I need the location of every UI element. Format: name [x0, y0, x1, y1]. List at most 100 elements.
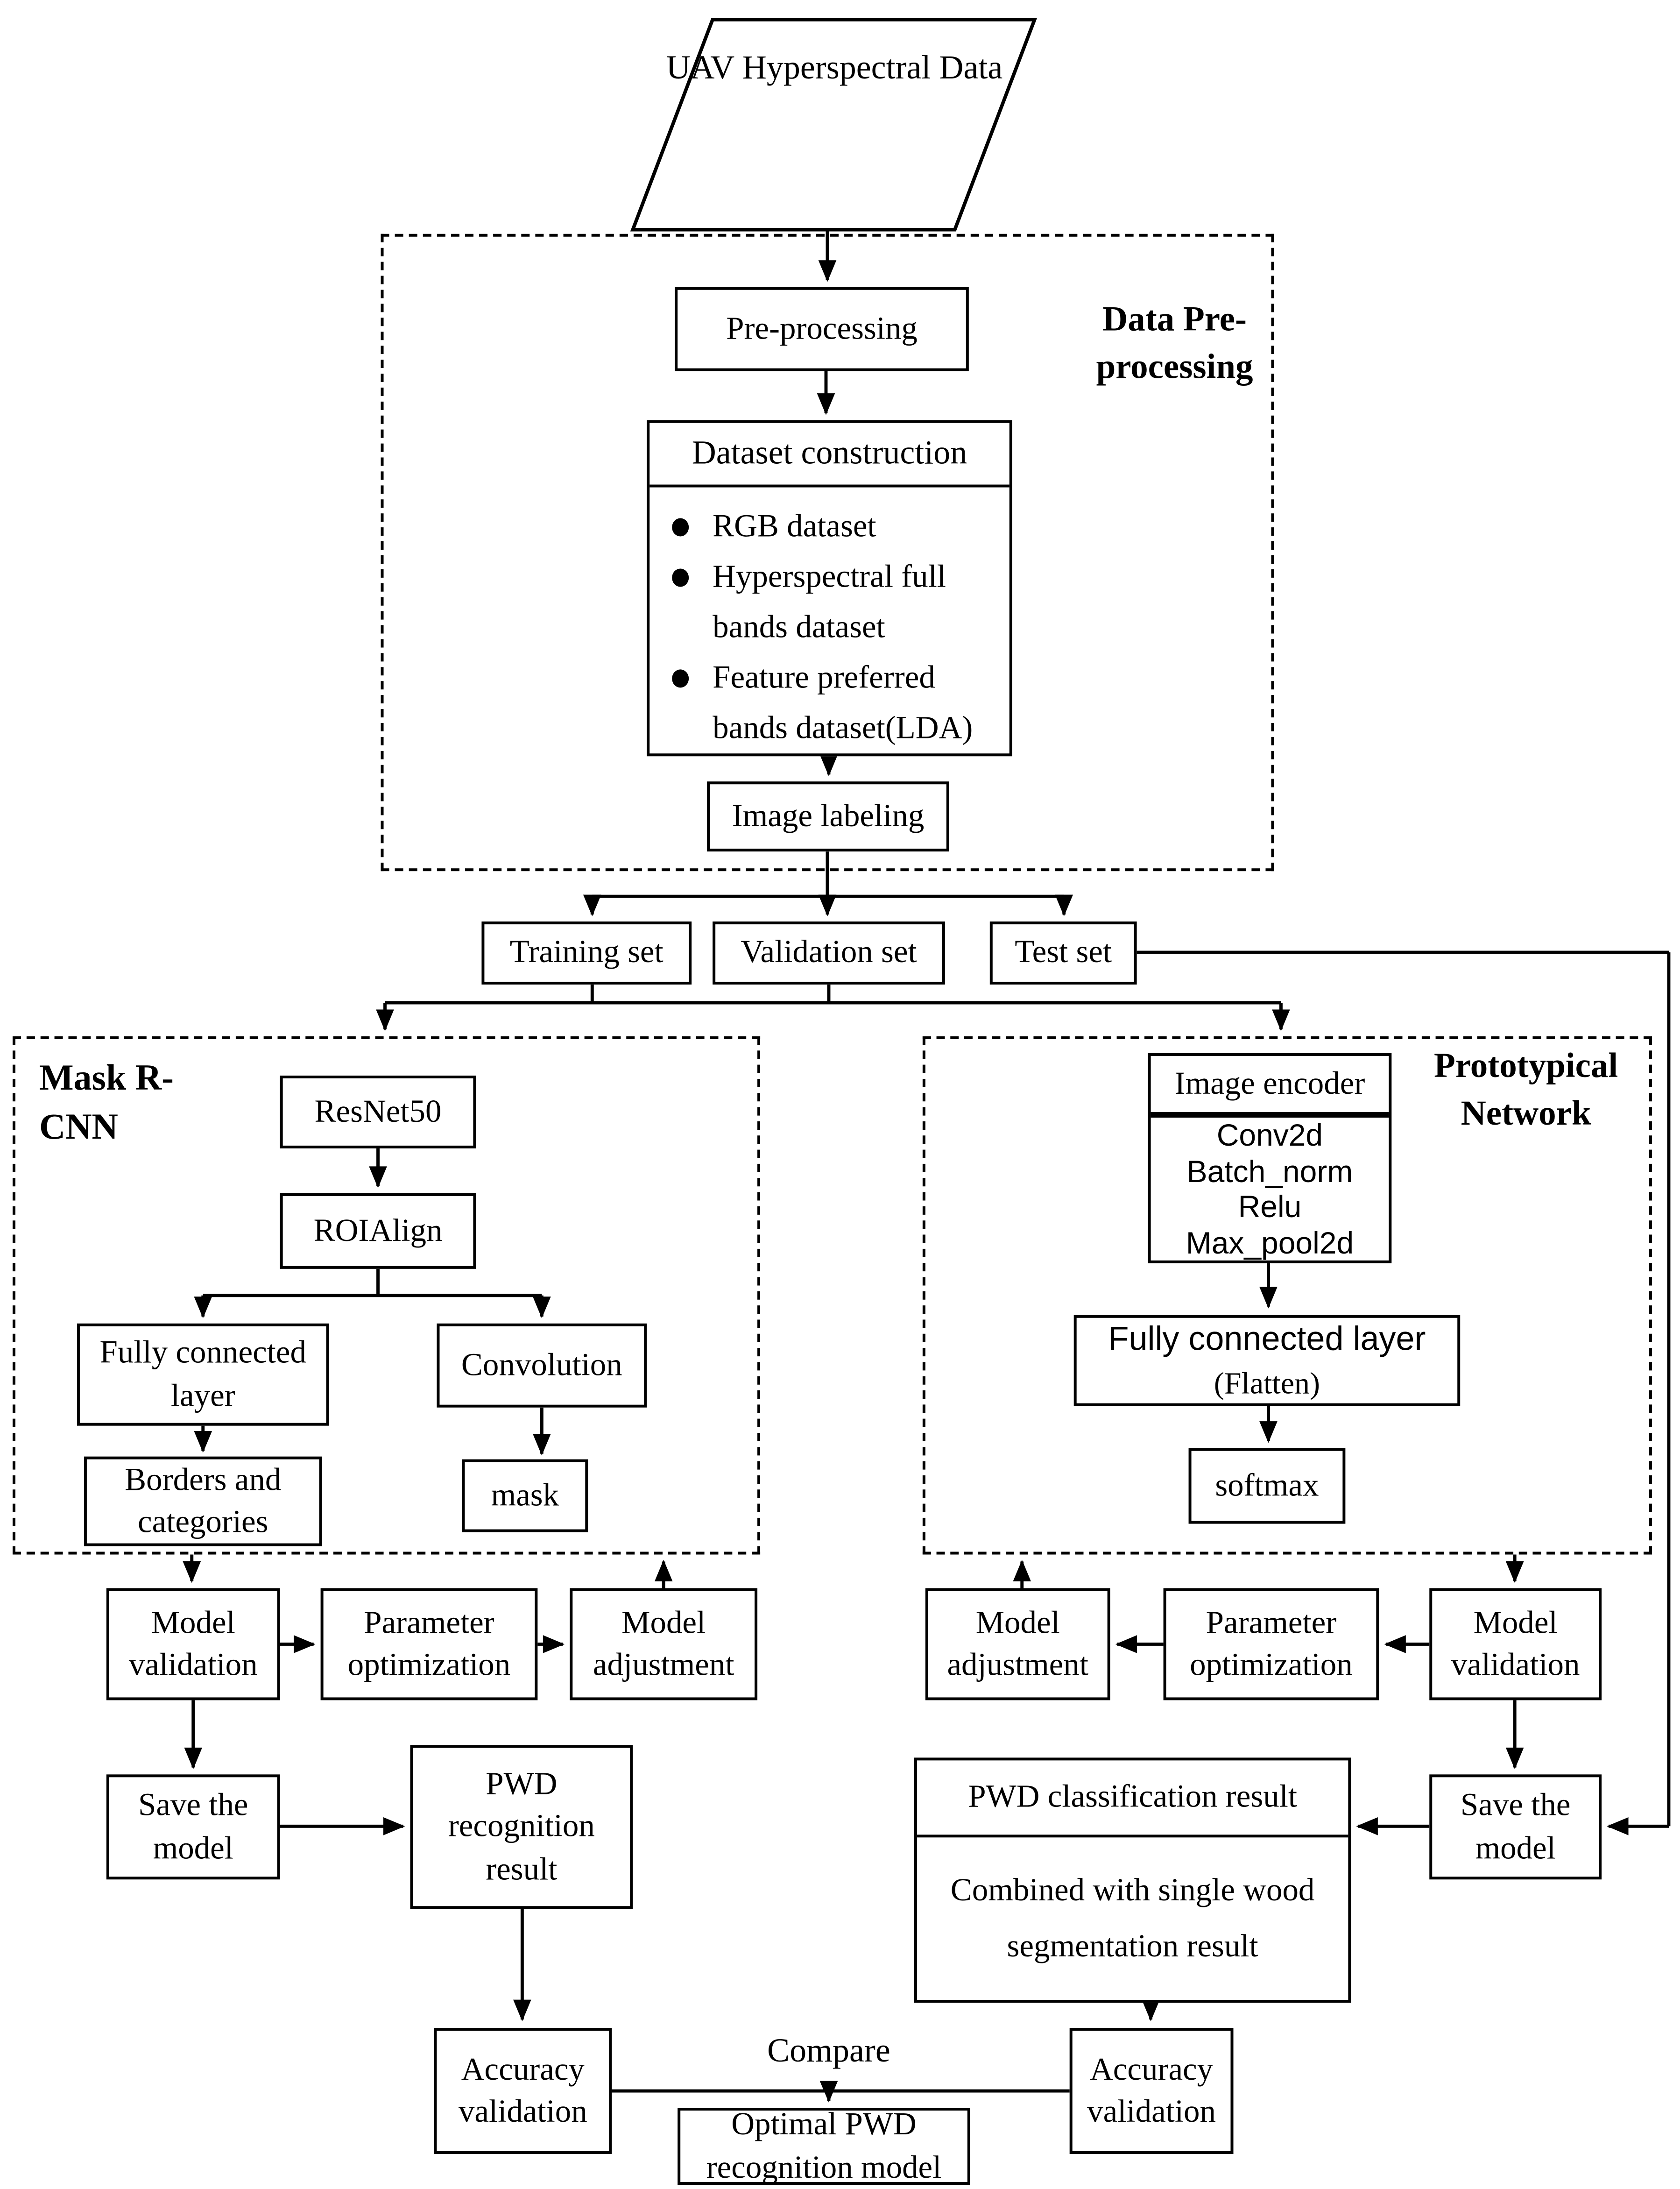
test-set-label: Test set — [1015, 934, 1112, 970]
test-set-box: Test set — [989, 921, 1137, 985]
dataset-bullet-list: RGB dataset Hyperspectral full bands dat… — [649, 488, 1009, 754]
save-model-right-line1: Save the — [1460, 1787, 1571, 1822]
fully-connected-line1: Fully connected — [99, 1335, 306, 1370]
section-label-data-preprocessing: Data Pre-processing — [1050, 297, 1299, 391]
model-validation-left-line1: Model — [151, 1604, 235, 1640]
accuracy-validation-right-line1: Accuracy — [1089, 2051, 1214, 2086]
pwd-recognition-line1: PWD — [486, 1766, 558, 1801]
fully-connected-flatten-box: Fully connected layer (Flatten) — [1073, 1315, 1461, 1406]
pwd-recognition-line2: recognition — [448, 1808, 595, 1844]
image-encoder-layer-list: Conv2d Batch_norm Relu Max_pool2d — [1151, 1118, 1389, 1261]
optimal-line2: recognition model — [706, 2149, 942, 2184]
combined-line1: Combined with single wood — [950, 1872, 1315, 1908]
mask-rcnn-section — [12, 1036, 761, 1555]
fc-flatten-line2: (Flatten) — [1214, 1365, 1320, 1401]
save-model-left-box: Save the model — [106, 1774, 280, 1880]
preprocessing-box: Pre-processing — [675, 287, 969, 371]
convolution-label: Convolution — [461, 1346, 622, 1382]
save-model-right-line2: model — [1475, 1829, 1556, 1865]
prototypical-label-line2: Network — [1461, 1095, 1591, 1133]
encoder-layer-conv2d: Conv2d — [1216, 1117, 1323, 1153]
model-adjustment-left-box: Model adjustment — [570, 1588, 758, 1700]
validation-set-box: Validation set — [713, 921, 945, 985]
fully-connected-line2: layer — [170, 1377, 235, 1413]
dataset-construction-title: Dataset construction — [649, 423, 1009, 488]
accuracy-validation-left-line2: validation — [458, 2094, 587, 2129]
save-model-left-line1: Save the — [138, 1787, 248, 1822]
model-adjustment-left-line2: adjustment — [593, 1647, 734, 1682]
prototypical-network-section — [922, 1036, 1652, 1555]
uav-line-1: UAV — [666, 50, 734, 87]
save-model-left-line2: model — [153, 1829, 233, 1865]
bullet-feature-line2: bands dataset(LDA) — [713, 710, 973, 745]
section-label-mask-rcnn: Mask R-CNN — [39, 1053, 249, 1151]
bullet-dot-icon — [672, 567, 689, 586]
optimal-model-box: Optimal PWD recognition model — [678, 2106, 970, 2185]
resnet50-box: ResNet50 — [280, 1076, 476, 1148]
training-set-box: Training set — [481, 921, 692, 985]
parameter-optimization-left-line2: optimization — [347, 1647, 511, 1682]
resnet50-label: ResNet50 — [314, 1093, 442, 1129]
accuracy-validation-left-line1: Accuracy — [461, 2051, 585, 2086]
compare-text: Compare — [767, 2033, 890, 2070]
borders-line2: categories — [137, 1504, 268, 1539]
softmax-label: softmax — [1215, 1467, 1319, 1502]
bullet-item-rgb: RGB dataset — [672, 502, 1001, 552]
combined-line2: segmentation result — [1007, 1928, 1258, 1964]
dataset-construction-box: Dataset construction RGB dataset Hypersp… — [647, 420, 1012, 757]
model-validation-right-line2: validation — [1451, 1647, 1580, 1682]
fc-flatten-line1: Fully connected layer — [1108, 1321, 1426, 1359]
borders-line1: Borders and — [125, 1461, 282, 1497]
mask-label: mask — [491, 1477, 559, 1512]
optimal-line1: Optimal PWD — [731, 2106, 917, 2142]
image-encoder-box: Image encoder Conv2d Batch_norm Relu Max… — [1148, 1053, 1392, 1263]
model-adjustment-right-line1: Model — [975, 1604, 1060, 1640]
parameter-optimization-left-box: Parameter optimization — [320, 1588, 538, 1700]
training-set-label: Training set — [509, 934, 664, 970]
validation-set-label: Validation set — [741, 934, 917, 970]
bullet-feature-line1: Feature preferred — [713, 659, 935, 695]
pwd-recognition-result-box: PWD recognition result — [410, 1745, 633, 1909]
bullet-dot-icon — [672, 517, 689, 536]
model-validation-right-box: Model validation — [1429, 1588, 1602, 1700]
image-encoder-title-text: Image encoder — [1174, 1065, 1365, 1101]
fully-connected-layer-box: Fully connected layer — [77, 1323, 329, 1426]
accuracy-validation-right-box: Accuracy validation — [1069, 2028, 1234, 2154]
uav-source-label: UAV Hyperspectral Data — [624, 41, 1044, 97]
image-labeling-box: Image labeling — [707, 781, 949, 852]
pwd-recognition-line3: result — [486, 1851, 558, 1886]
softmax-box: softmax — [1188, 1448, 1346, 1524]
data-preprocessing-label-line2: Pre-processing — [1096, 301, 1253, 386]
section-label-prototypical: Prototypical Network — [1400, 1043, 1652, 1138]
prototypical-label-line1: Prototypical — [1434, 1048, 1618, 1085]
bullet-rgb-text: RGB dataset — [713, 508, 876, 544]
pwd-classification-result-box: PWD classification result Combined with … — [914, 1757, 1351, 2003]
roialign-label: ROIAlign — [313, 1212, 443, 1248]
uav-parallelogram — [630, 18, 1038, 232]
model-adjustment-left-line1: Model — [621, 1604, 706, 1640]
model-validation-left-line2: validation — [128, 1647, 258, 1682]
data-preprocessing-label-line1: Data — [1102, 301, 1175, 339]
image-encoder-title: Image encoder — [1151, 1056, 1389, 1118]
bullet-item-feature-cont: bands dataset(LDA) — [672, 703, 1001, 753]
save-model-right-box: Save the model — [1429, 1774, 1602, 1880]
encoder-layer-batchnorm: Batch_norm — [1186, 1153, 1353, 1189]
parameter-optimization-right-line2: optimization — [1190, 1647, 1353, 1682]
convolution-box: Convolution — [437, 1323, 647, 1408]
borders-categories-box: Borders and categories — [84, 1456, 322, 1546]
model-validation-left-box: Model validation — [106, 1588, 280, 1700]
bullet-dot-icon — [672, 668, 689, 687]
parameter-optimization-right-box: Parameter optimization — [1163, 1588, 1379, 1700]
pwd-classification-subtext: Combined with single wood segmentation r… — [917, 1837, 1348, 2000]
bullet-hyperspectral-line1: Hyperspectral full — [713, 559, 946, 594]
dataset-construction-title-text: Dataset construction — [692, 435, 967, 472]
bullet-item-hyperspectral: Hyperspectral full — [672, 552, 1001, 602]
uav-line-3: Data — [939, 50, 1003, 87]
image-labeling-label: Image labeling — [732, 798, 925, 833]
uav-line-2: Hyperspectral — [742, 50, 931, 87]
encoder-layer-maxpool2d: Max_pool2d — [1186, 1225, 1354, 1260]
pwd-classification-title-text: PWD classification result — [968, 1779, 1298, 1814]
bullet-hyperspectral-line2: bands dataset — [713, 609, 885, 645]
